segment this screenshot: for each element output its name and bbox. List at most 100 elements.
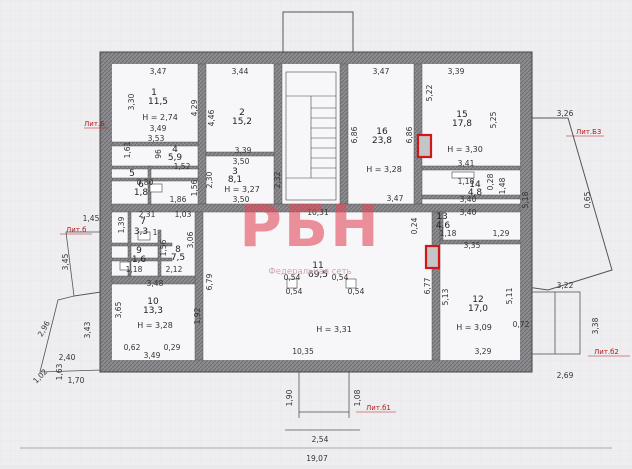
dim-label: 2,32 (273, 171, 282, 188)
dim-label: 3,49 (150, 124, 167, 133)
room-area: 4,6 (436, 221, 451, 231)
dim-label: 1,92 (193, 307, 202, 324)
dim-label: 3,38 (591, 317, 600, 334)
room-16: 16 23,8 H = 3,28 (366, 127, 402, 174)
room-number: 13 (436, 212, 447, 222)
dim-label: 3,53 (148, 134, 165, 143)
dim-label: 2,31 (139, 210, 156, 219)
dim-label: 2,12 (166, 265, 183, 274)
litera-label: Лит.Б (84, 120, 105, 128)
dim-label: 1,48 (498, 177, 507, 194)
room-area: 17,0 (468, 304, 488, 314)
room-number: 14 (469, 180, 481, 190)
dim-label: 5,11 (505, 287, 514, 304)
room-area: 7,5 (171, 253, 185, 263)
room-number: 9 (136, 246, 142, 256)
room-14: 14 4,8 (468, 180, 483, 198)
dim-label: 3,29 (475, 347, 492, 356)
dim-label: 2,54 (312, 435, 329, 444)
window-marker-upper (416, 133, 433, 159)
room-number: 16 (376, 127, 388, 137)
room-area: 3,3 (134, 227, 148, 237)
dim-label: 1,86 (170, 195, 187, 204)
dim-label: 3,45 (61, 253, 70, 270)
room-number: 8 (175, 245, 181, 255)
dim-label: 3,65 (114, 301, 123, 318)
dim-label: 0,80 (137, 178, 154, 187)
room-8: 8 7,5 (171, 245, 185, 263)
dim-label: 3,47 (150, 67, 167, 76)
dim-label: 1,90 (285, 389, 294, 406)
room-area: 13,3 (143, 306, 163, 316)
room-area: 1,8 (134, 188, 149, 198)
room-number: 3 (232, 167, 238, 177)
dim-label: 1,18 (440, 229, 457, 238)
room-3: 3 8,1 H = 3,27 (224, 167, 260, 194)
dim-label: 3,50 (233, 157, 250, 166)
dim-label: 1,56 (159, 239, 168, 256)
room-area: 4,8 (468, 188, 483, 198)
dim-label: 3,48 (147, 279, 164, 288)
room-height: H = 3,28 (366, 165, 402, 174)
dim-label: 0,29 (164, 343, 181, 352)
staircase (285, 71, 337, 201)
room-number: 5 (129, 169, 135, 179)
room-13: 13 4,6 (436, 212, 451, 231)
room-1: 1 11,5 H = 2,74 (142, 88, 178, 122)
dim-label: 6,77 (423, 277, 432, 294)
room-11: 11 69,5 H = 3,31 (308, 261, 352, 334)
room-7: 7 3,3 (134, 217, 148, 237)
dim-label: 3,06 (186, 231, 195, 248)
room-area: 5,9 (168, 153, 183, 163)
dim-label: 6,79 (205, 273, 214, 290)
room-number: 12 (472, 295, 483, 305)
dim-label: 3,35 (464, 241, 481, 250)
dim-label: 96 (154, 149, 163, 159)
watermark: РБН Федеральная сеть (239, 192, 378, 277)
room-12: 12 17,0 H = 3,09 (456, 295, 492, 332)
room-number: 2 (239, 108, 245, 118)
dim-label: 5,18 (521, 191, 530, 208)
watermark-caption: Федеральная сеть (268, 267, 351, 277)
dim-label: 1,63 (55, 363, 64, 380)
fixtures (119, 171, 475, 289)
dim-label: 0,54 (284, 273, 301, 282)
dim-label: 1,70 (68, 376, 85, 385)
dim-label: 3,43 (83, 321, 92, 338)
dim-label: 3,49 (144, 351, 161, 360)
room-area: 8,1 (228, 175, 242, 185)
room-number: 7 (140, 217, 146, 227)
dim-label: 3,41 (458, 159, 475, 168)
vertical-dimension-labels: 3,30 4,46 4,29 1,61 96 2,30 1,56 2,32 6,… (31, 84, 600, 406)
dimension-labels: 3,47 3,44 3,47 3,39 3,26 3,49 3,53 3,39 … (59, 67, 574, 463)
dim-label: 2,30 (205, 171, 214, 188)
dim-label: 5,13 (441, 288, 450, 305)
dim-label: 0,28 (486, 173, 495, 190)
dim-label: 0,54 (286, 287, 303, 296)
room-height: H = 2,74 (142, 113, 178, 122)
room-number: 15 (456, 110, 467, 120)
room-height: H = 3,28 (137, 321, 173, 330)
dim-label: 1 (153, 228, 158, 237)
dim-label: 1,45 (83, 214, 100, 223)
dim-label: 2,40 (59, 353, 76, 362)
dim-label: 6,86 (405, 126, 414, 143)
litera-labels: Лит.Б Лит.Б3 Лит.б Лит.б2 Лит.б1 (60, 120, 630, 413)
dim-label: 3,40 (460, 195, 477, 204)
room-6: 6 1,8 (134, 180, 149, 198)
room-number: 11 (312, 261, 323, 271)
room-15: 15 17,8 H = 3,30 (447, 110, 483, 154)
dim-label: 0,54 (348, 287, 365, 296)
dim-label: 3,26 (557, 109, 574, 118)
room-2: 2 15,2 (232, 108, 252, 127)
room-area: 11,5 (148, 97, 168, 107)
dim-label: 4,29 (190, 99, 199, 116)
dim-label: 2,69 (557, 371, 574, 380)
dim-label: 0,54 (332, 273, 349, 282)
dim-label: 19,07 (306, 454, 328, 463)
room-height: H = 3,30 (447, 145, 483, 154)
room-number: 4 (172, 145, 178, 155)
litera-label: Лит.б (66, 226, 86, 234)
dim-label: 3,39 (448, 67, 465, 76)
dim-label: 3,30 (127, 93, 136, 110)
